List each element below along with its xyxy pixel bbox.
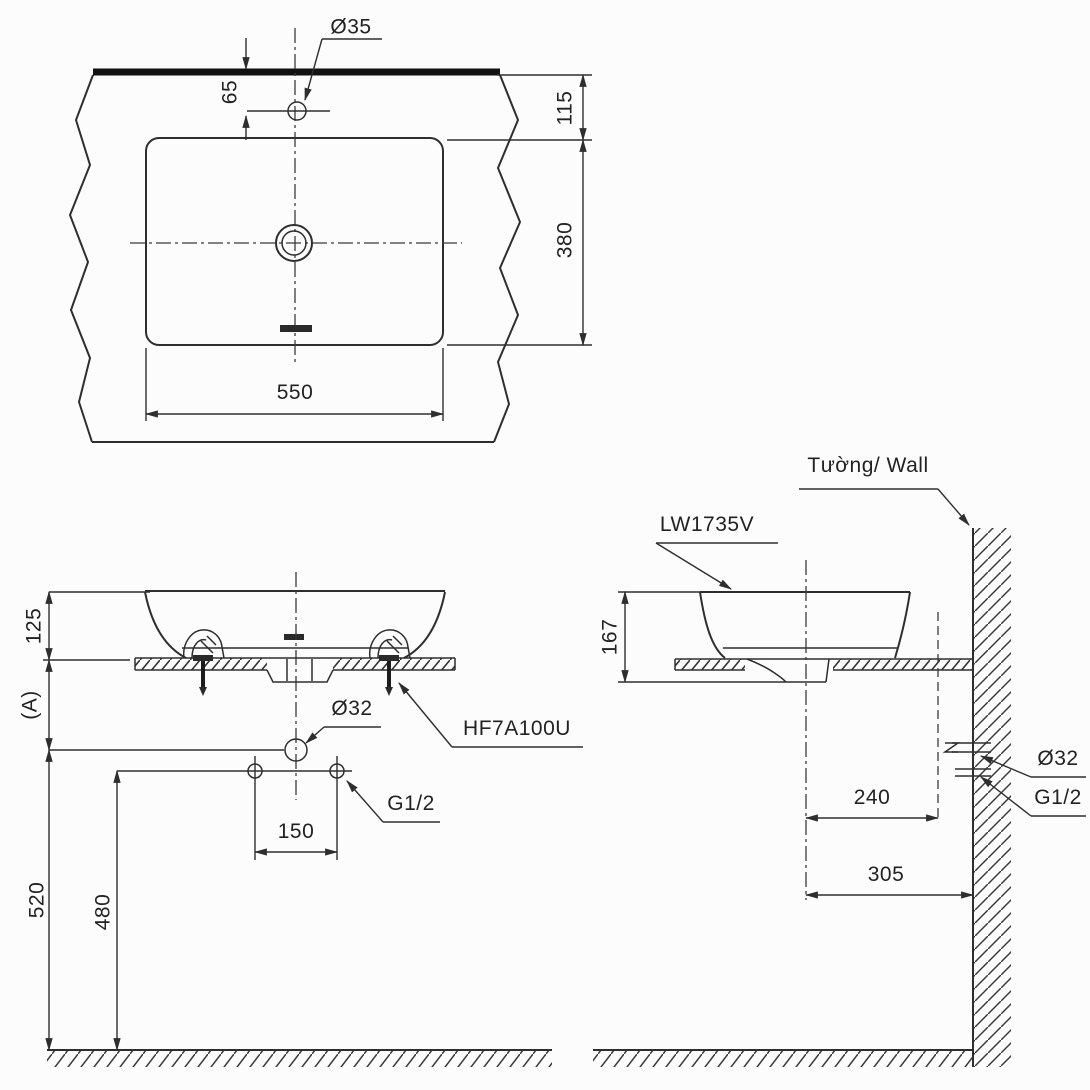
dim-A-label: (A) <box>18 690 41 720</box>
drain-hole-inner <box>281 230 307 256</box>
faucet-dia-leader <box>304 38 323 102</box>
dim-167-label: 167 <box>598 619 621 656</box>
side-supply-leader <box>980 776 1032 817</box>
wall-hatch <box>973 528 1011 1067</box>
side-drain-edge <box>825 658 830 683</box>
counter-break-edge-left <box>68 74 94 443</box>
side-drain-leader <box>980 755 1032 778</box>
side-drain-shroud <box>746 658 787 683</box>
counter-hatch-right <box>333 658 455 670</box>
model-leader <box>655 542 732 590</box>
floor-hatch-left <box>47 1050 552 1067</box>
dim-240-label: 240 <box>854 786 891 809</box>
bowl-side-right <box>403 591 446 659</box>
side-supply-label: G1/2 <box>1034 786 1082 809</box>
dim-520-label: 520 <box>25 882 48 919</box>
wall-drain-outlet <box>942 742 991 753</box>
model-label: LW1735V <box>660 513 754 536</box>
drain-hole-outer <box>275 224 313 262</box>
side-view: Tường/ Wall LW1735V 167 240 305 <box>593 454 1086 1067</box>
dim-65-label: 65 <box>218 80 241 104</box>
dim-480-label: 480 <box>91 894 114 931</box>
dim-125-label: 125 <box>22 608 45 645</box>
overflow-slot <box>280 325 312 332</box>
side-counter-hatch-left <box>675 659 745 670</box>
dim-550-label: 550 <box>277 381 314 404</box>
side-drain-label: Ø32 <box>1037 747 1078 770</box>
dim-380-label: 380 <box>553 222 576 259</box>
supply-hole-right <box>329 763 345 779</box>
bracket-leader <box>398 682 453 748</box>
side-bowl-left <box>699 591 726 659</box>
side-counter-hatch-right <box>833 659 973 670</box>
side-bowl-right <box>894 591 911 659</box>
faucet-hole <box>287 101 307 121</box>
drain-dia-leader <box>305 726 325 744</box>
counter-drain-recess <box>266 669 334 683</box>
wall-label: Tường/ Wall <box>807 454 928 477</box>
mounting-bracket-left <box>182 629 225 696</box>
counter-break-edge-right <box>493 74 522 443</box>
dim-305-label: 305 <box>868 863 905 886</box>
supply-thread-leader <box>346 780 384 823</box>
dim-150-label: 150 <box>278 820 315 843</box>
bowl-side-left <box>144 591 187 659</box>
supply-hole-left <box>247 763 263 779</box>
drain-dia-label: Ø32 <box>331 697 372 720</box>
wall-supply-outlet <box>955 768 991 777</box>
floor-hatch-right <box>593 1050 973 1067</box>
supply-thread-label: G1/2 <box>387 792 435 815</box>
dim-115-label: 115 <box>553 91 576 126</box>
front-view: 125 (A) 520 480 150 Ø32 G1/2 HF7A100U <box>18 572 583 1067</box>
faucet-dia-label: Ø35 <box>330 15 371 38</box>
drain-outlet-hole <box>284 738 308 762</box>
overflow-mark <box>284 634 304 640</box>
mounting-bracket-right <box>368 629 411 696</box>
bracket-label: HF7A100U <box>463 717 571 740</box>
wall-label-leader <box>937 488 970 526</box>
top-view: 65 Ø35 115 380 550 <box>68 15 592 443</box>
